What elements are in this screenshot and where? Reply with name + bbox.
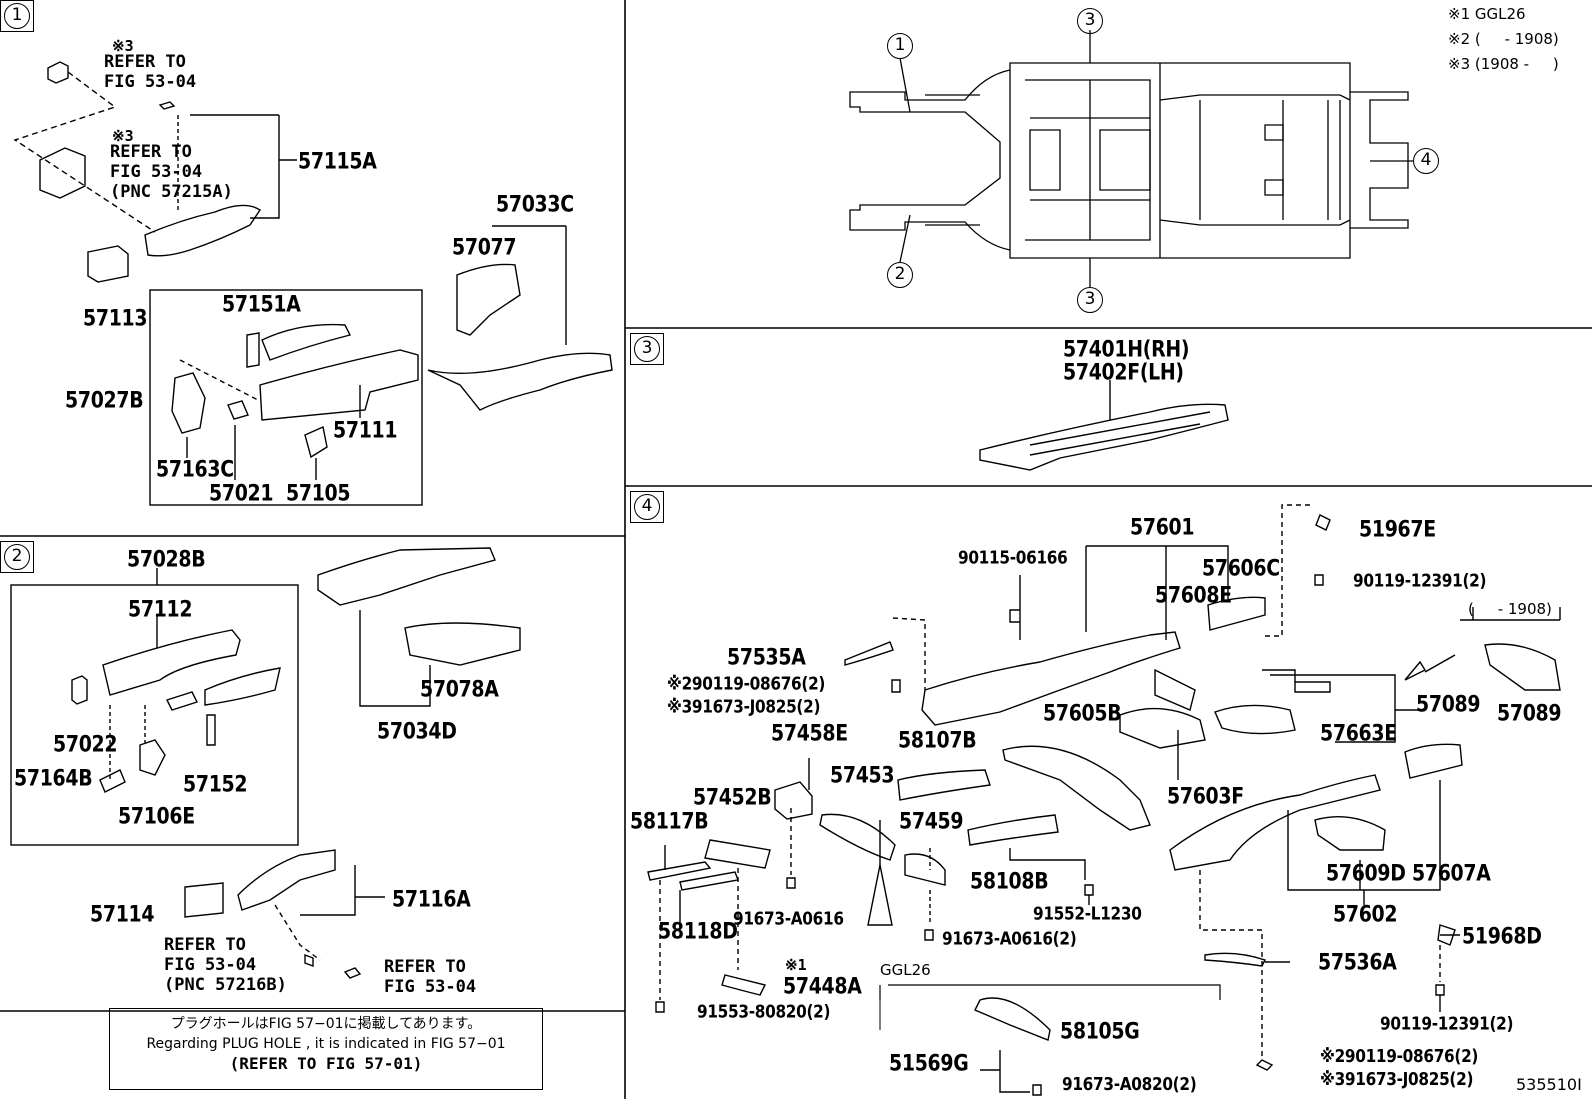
ggl26-label: GGL26 [880, 961, 931, 979]
section-4-number: 4 [634, 494, 660, 520]
chassis-overview [849, 30, 1413, 287]
part-57021[interactable]: 57021 [209, 480, 274, 506]
part-58117B[interactable]: 58117B [630, 808, 709, 834]
section4-drawing [647, 504, 1561, 1096]
part-57608E[interactable]: 57608E [1155, 582, 1232, 608]
part-51967E[interactable]: 51967E [1359, 516, 1436, 542]
part-91673-A0616-2[interactable]: 91673-A0616(2) [942, 928, 1077, 950]
part-58108B[interactable]: 58108B [970, 868, 1049, 894]
overview-marker-4: 4 [1413, 148, 1439, 174]
part-57453[interactable]: 57453 [830, 762, 895, 788]
part-57106E[interactable]: 57106E [118, 803, 195, 829]
part-91553-80820[interactable]: 91553-80820(2) [697, 1001, 831, 1023]
part-57151A[interactable]: 57151A [222, 291, 301, 317]
note-d-refer: REFER TO FIG 53-04 [384, 957, 477, 997]
note-a-mark: ※3 [112, 37, 134, 55]
legend-line-2: ※2 ( - 1908) [1448, 30, 1559, 48]
part-57663E[interactable]: 57663E [1320, 720, 1397, 746]
part-57116A[interactable]: 57116A [392, 886, 471, 912]
part-58107B[interactable]: 58107B [898, 727, 977, 753]
refbox-line-jp: プラグホールはFIG 57−01に掲載してあります。 [170, 1016, 482, 1032]
part-57105[interactable]: 57105 [286, 480, 351, 506]
section3-drawing [979, 380, 1229, 471]
part-57448A[interactable]: 57448A [783, 973, 862, 999]
part-57033C[interactable]: 57033C [496, 191, 574, 217]
part-57609D[interactable]: 57609D [1326, 860, 1406, 886]
section1-drawing [13, 61, 613, 506]
section-1-marker: 1 [0, 0, 34, 32]
refbox-line-en: Regarding PLUG HOLE , it is indicated in… [146, 1036, 506, 1052]
section-1-number: 1 [4, 3, 30, 29]
part-90119-08676-bottom[interactable]: ※290119-08676(2) [1320, 1046, 1479, 1068]
note-mark-1: ※1 [785, 956, 807, 974]
part-57089-a[interactable]: 57089 [1416, 691, 1481, 717]
section-2-number: 2 [4, 544, 30, 570]
part-57536A[interactable]: 57536A [1318, 949, 1397, 975]
part-57164B[interactable]: 57164B [14, 765, 93, 791]
part-57402F-lh[interactable]: 57402F(LH) [1063, 359, 1184, 385]
part-57603F[interactable]: 57603F [1167, 783, 1244, 809]
part-90119-12391-top[interactable]: 90119-12391(2) [1353, 570, 1487, 592]
overview-marker-2: 2 [887, 262, 913, 288]
part-57606C[interactable]: 57606C [1202, 555, 1280, 581]
overview-marker-3-bottom: 3 [1077, 287, 1103, 313]
part-57152[interactable]: 57152 [183, 771, 248, 797]
part-57602[interactable]: 57602 [1333, 901, 1398, 927]
part-57459[interactable]: 57459 [899, 808, 964, 834]
section-2-marker: 2 [0, 541, 34, 573]
part-57115A[interactable]: 57115A [298, 148, 377, 174]
note-b-mark: ※3 [112, 127, 134, 145]
part-51569G[interactable]: 51569G [889, 1050, 969, 1076]
part-90115-06166[interactable]: 90115-06166 [958, 547, 1068, 569]
part-57022[interactable]: 57022 [53, 731, 118, 757]
part-90119-08676-left[interactable]: ※290119-08676(2) [667, 673, 826, 695]
legend-line-3: ※3 (1908 - ) [1448, 55, 1559, 73]
note-c-refer: REFER TO FIG 53-04 (PNC 57216B) [164, 935, 287, 995]
part-58118D[interactable]: 58118D [658, 918, 738, 944]
part-57601[interactable]: 57601 [1130, 514, 1195, 540]
part-57111[interactable]: 57111 [333, 417, 398, 443]
note-a-refer: REFER TO FIG 53-04 [104, 52, 197, 92]
part-57452B[interactable]: 57452B [693, 784, 772, 810]
part-57112[interactable]: 57112 [128, 596, 193, 622]
section-3-number: 3 [634, 336, 660, 362]
part-91673-J0825-left[interactable]: ※391673-J0825(2) [667, 696, 821, 718]
note-b-refer: REFER TO FIG 53-04 (PNC 57215A) [110, 142, 233, 202]
part-57607A[interactable]: 57607A [1412, 860, 1491, 886]
part-57605B[interactable]: 57605B [1043, 700, 1122, 726]
part-57078A[interactable]: 57078A [420, 676, 499, 702]
part-90119-12391-bottom[interactable]: 90119-12391(2) [1380, 1013, 1514, 1035]
part-57458E[interactable]: 57458E [771, 720, 848, 746]
part-91673-A0820[interactable]: 91673-A0820(2) [1062, 1074, 1197, 1096]
part-57089-b[interactable]: 57089 [1497, 700, 1562, 726]
part-58105G[interactable]: 58105G [1060, 1018, 1140, 1044]
part-57027B[interactable]: 57027B [65, 387, 144, 413]
plug-hole-reference-box: プラグホールはFIG 57−01に掲載してあります。 Regarding PLU… [109, 1008, 543, 1090]
part-91673-J0825-bottom[interactable]: ※391673-J0825(2) [1320, 1069, 1474, 1091]
legend-line-1: ※1 GGL26 [1448, 5, 1526, 23]
part-51968D[interactable]: 51968D [1462, 923, 1542, 949]
part-57401H-rh[interactable]: 57401H(RH) [1063, 336, 1190, 362]
range-to-1908: ( - 1908) [1468, 600, 1552, 618]
part-57163C[interactable]: 57163C [156, 456, 234, 482]
part-57114[interactable]: 57114 [90, 901, 155, 927]
part-57034D[interactable]: 57034D [377, 718, 457, 744]
refbox-line-refer: (REFER TO FIG 57-01) [229, 1054, 423, 1073]
section-3-marker: 3 [630, 333, 664, 365]
part-57113[interactable]: 57113 [83, 305, 148, 331]
overview-marker-3-top: 3 [1077, 8, 1103, 34]
overview-marker-1: 1 [887, 33, 913, 59]
part-57077[interactable]: 57077 [452, 234, 517, 260]
part-91673-A0616[interactable]: 91673-A0616 [733, 908, 844, 930]
part-57028B[interactable]: 57028B [127, 546, 206, 572]
part-57535A[interactable]: 57535A [727, 644, 806, 670]
section2-drawing [10, 547, 521, 979]
section-4-marker: 4 [630, 491, 664, 523]
part-91552-L1230[interactable]: 91552-L1230 [1033, 903, 1142, 925]
document-id: 535510I [1516, 1075, 1582, 1094]
